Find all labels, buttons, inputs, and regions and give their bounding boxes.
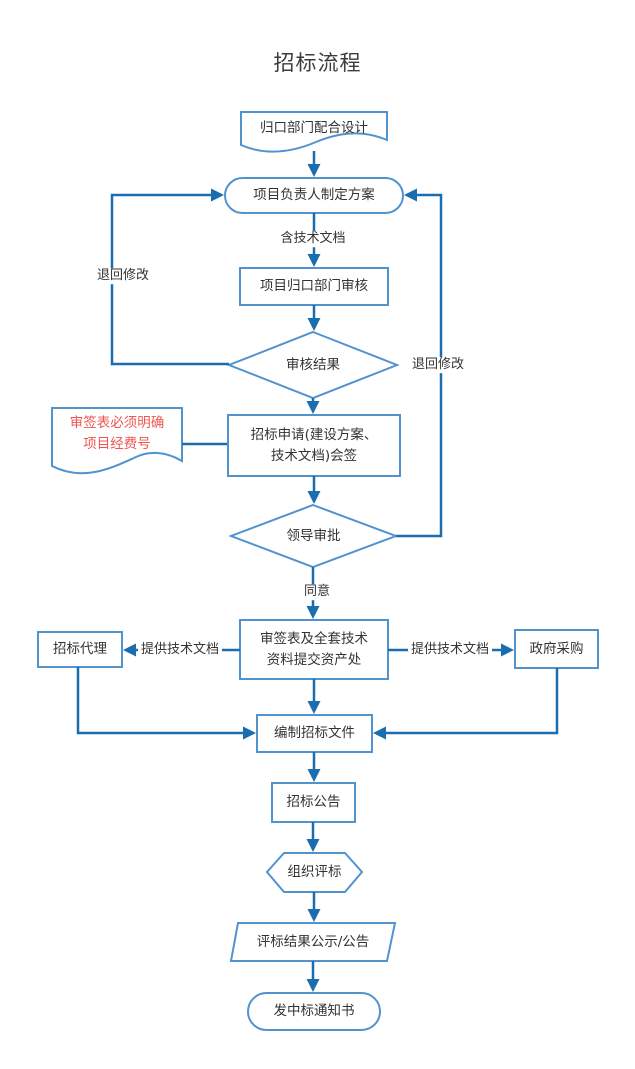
arrowhead	[307, 701, 321, 714]
node-shape-fund-note	[51, 407, 183, 475]
node-shape-award-notice	[247, 992, 381, 1031]
node-shape-bid-notice	[271, 782, 356, 823]
node-prepare-docs: 编制招标文件	[274, 725, 355, 742]
node-shape-prepare-docs	[256, 714, 373, 753]
node-shape-dept-review	[239, 267, 389, 306]
arrowhead	[501, 643, 514, 657]
arrowhead	[123, 643, 136, 657]
node-shape-bid-apply	[227, 414, 401, 477]
arrowhead	[307, 491, 321, 504]
node-gov-procure: 政府采购	[529, 640, 584, 657]
node-leader-approve: 领导审批	[286, 527, 341, 544]
arrowhead	[307, 254, 321, 267]
edge-label-return-revise-right: 退回修改	[408, 357, 468, 373]
node-shape-gov-procure	[514, 629, 599, 669]
arrowhead	[211, 188, 224, 202]
node-organize-eval: 组织评标	[287, 864, 342, 881]
edge-label-agree: 同意	[300, 584, 334, 600]
node-award-notice: 发中标通知书	[273, 1003, 355, 1020]
edge-gov-to-prepare	[386, 668, 559, 735]
page-title: 招标流程	[273, 51, 362, 75]
node-shape-design-doc	[240, 111, 388, 153]
node-shape-organize-eval	[265, 852, 364, 893]
node-bid-agency: 招标代理	[53, 641, 107, 658]
arrowhead	[306, 839, 320, 852]
arrowhead	[306, 606, 320, 619]
node-bid-apply: 招标申请(建设方案、 技术文档)会签	[250, 426, 378, 464]
arrowhead	[243, 726, 256, 740]
edge-label-provide-tech-left: 提供技术文档	[137, 642, 223, 658]
edge-label-provide-tech-right: 提供技术文档	[407, 642, 493, 658]
edge-agency-to-prepare	[76, 667, 243, 735]
node-shape-eval-publicity	[229, 922, 397, 962]
arrowhead	[307, 769, 321, 782]
node-design-doc: 归口部门配合设计	[260, 119, 368, 136]
arrowhead	[404, 188, 417, 202]
edge-label-with-tech-doc: 含技术文档	[277, 231, 349, 247]
arrowhead	[307, 164, 321, 177]
node-leader-plan: 项目负责人制定方案	[253, 187, 375, 204]
arrowhead	[306, 401, 320, 414]
arrowhead	[307, 909, 321, 922]
node-review-result: 审核结果	[286, 356, 340, 373]
node-bid-notice: 招标公告	[286, 794, 341, 811]
node-eval-publicity: 评标结果公示/公告	[256, 933, 370, 950]
node-dept-review: 项目归口部门审核	[260, 278, 368, 295]
edge-label-return-revise-left: 退回修改	[93, 268, 153, 284]
arrowhead	[307, 318, 321, 331]
node-shape-bid-agency	[37, 631, 123, 668]
arrowhead	[306, 979, 320, 992]
arrowhead	[373, 726, 386, 740]
node-submit-assets: 审签表及全套技术 资料提交资产处	[260, 630, 368, 668]
node-fund-note: 审签表必须明确 项目经费号	[69, 415, 165, 452]
